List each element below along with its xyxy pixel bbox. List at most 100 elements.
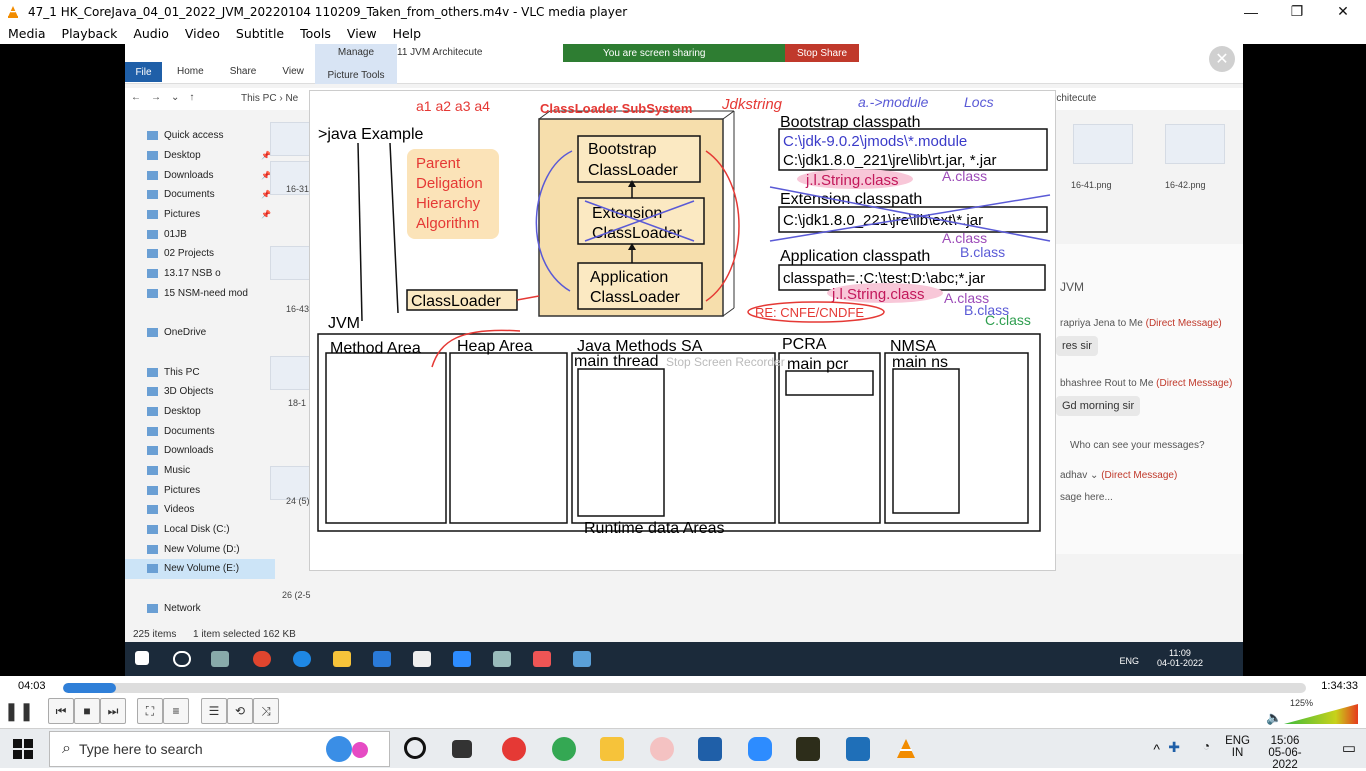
folder-icon bbox=[147, 466, 158, 476]
hw-top: a1 a2 a3 a4 bbox=[416, 98, 490, 114]
menu-view[interactable]: View bbox=[346, 26, 377, 41]
vlc-taskbar-icon[interactable] bbox=[894, 737, 918, 761]
hw-error: RE: CNFE/CNDFE bbox=[755, 305, 864, 320]
taskview-icon bbox=[211, 651, 229, 667]
nav-item: 01JB bbox=[125, 224, 275, 244]
fullscreen-button[interactable]: ⛶ bbox=[137, 698, 163, 724]
bootstrap-box bbox=[577, 135, 701, 183]
volume-control[interactable]: 🔈 125% bbox=[1266, 698, 1360, 726]
taskbar-search-box[interactable]: ⌕ Type here to search bbox=[49, 731, 390, 767]
nav-item: Downloads📌 bbox=[125, 165, 275, 185]
shuffle-button[interactable]: ⤨ bbox=[253, 698, 279, 724]
minimize-button[interactable]: — bbox=[1244, 3, 1258, 20]
stop-button[interactable]: ■ bbox=[74, 698, 100, 724]
windows-start-icon[interactable] bbox=[13, 739, 33, 759]
file-explorer-icon[interactable] bbox=[600, 737, 624, 761]
seek-slider[interactable] bbox=[63, 683, 1306, 693]
explorer-status: 225 items 1 item selected 162 KB bbox=[125, 624, 1243, 644]
zoom-icon[interactable] bbox=[748, 737, 772, 761]
folder-icon bbox=[147, 131, 158, 141]
heart-icon bbox=[352, 742, 368, 758]
windows-icon bbox=[135, 651, 149, 665]
menu-playback[interactable]: Playback bbox=[61, 26, 118, 41]
nav-item bbox=[125, 579, 275, 599]
stop-share-button: Stop Share bbox=[785, 44, 859, 62]
thumb-label: 24 (5) bbox=[286, 496, 310, 506]
task-view-icon[interactable] bbox=[452, 740, 472, 758]
loader-name: Application bbox=[590, 269, 668, 286]
language-indicator[interactable]: ENG IN bbox=[1225, 735, 1250, 759]
seek-progress bbox=[63, 683, 117, 693]
folder-icon bbox=[147, 190, 158, 200]
nav-item-label: Documents bbox=[164, 425, 215, 437]
menu-subtitle[interactable]: Subtitle bbox=[235, 26, 285, 41]
nav-item-label: New Volume (D:) bbox=[164, 543, 240, 555]
menu-tools[interactable]: Tools bbox=[300, 26, 331, 41]
title-bar: 47_1 HK_CoreJava_04_01_2022_JVM_20220104… bbox=[0, 0, 1366, 23]
app-line: classpath=.;C:\test;D:\abc;*.jar bbox=[783, 270, 985, 287]
nav-item: 15 NSM-need mod bbox=[125, 284, 275, 304]
area-label: Heap Area bbox=[457, 338, 533, 355]
folder-icon bbox=[147, 288, 158, 298]
close-button[interactable]: ✕ bbox=[1337, 3, 1349, 19]
network-icon[interactable]: ◔ bbox=[1202, 739, 1210, 753]
next-button[interactable]: ⏭ bbox=[100, 698, 126, 724]
classloader-label: ClassLoader bbox=[411, 293, 502, 310]
playlist-button[interactable]: ☰ bbox=[201, 698, 227, 724]
parent-box bbox=[407, 149, 499, 239]
area-label: Method Area bbox=[330, 340, 421, 357]
folder-icon bbox=[147, 249, 158, 259]
clock-date: 05-06-2022 bbox=[1268, 747, 1302, 771]
window-title: 47_1 HK_CoreJava_04_01_2022_JVM_20220104… bbox=[28, 4, 628, 19]
sticky-notes-icon[interactable] bbox=[796, 737, 820, 761]
photos-icon[interactable] bbox=[846, 737, 870, 761]
pause-button[interactable]: ❚❚ bbox=[3, 700, 35, 721]
menu-media[interactable]: Media bbox=[8, 26, 46, 41]
loop-button[interactable]: ⟲ bbox=[227, 698, 253, 724]
edge-icon bbox=[293, 651, 311, 667]
folder-icon bbox=[147, 525, 158, 535]
search-box: rchitecute bbox=[1053, 93, 1097, 104]
tray-chevron-icon[interactable]: ^ bbox=[1153, 741, 1160, 757]
speaker-icon[interactable]: 🔈 bbox=[1266, 710, 1283, 725]
area-label: PCRA bbox=[782, 336, 827, 353]
chrome-icon bbox=[253, 651, 271, 667]
store-icon[interactable] bbox=[698, 737, 722, 761]
menu-video[interactable]: Video bbox=[184, 26, 220, 41]
main-pcr-box bbox=[785, 370, 874, 396]
main-ns-box bbox=[892, 368, 960, 514]
watermark-text: Stop Screen Recorder bbox=[666, 355, 785, 369]
cortana-icon[interactable] bbox=[404, 737, 426, 759]
loader-name: Bootstrap bbox=[588, 141, 657, 158]
folder-icon bbox=[147, 229, 158, 239]
menu-audio[interactable]: Audio bbox=[133, 26, 169, 41]
explorer-ribbon: File Home Share View Manage Picture Tool… bbox=[125, 44, 1243, 84]
player-controls: ❚❚ ⏮ ■ ⏭ ⛶ ≡ ☰ ⟲ ⤨ 🔈 125% bbox=[0, 698, 1366, 728]
volume-slider[interactable] bbox=[1266, 702, 1360, 726]
folder-icon bbox=[333, 651, 351, 667]
chrome-icon[interactable] bbox=[552, 737, 576, 761]
notifications-icon[interactable]: ▭ bbox=[1341, 740, 1356, 757]
runtime-box bbox=[317, 333, 1041, 532]
record-app-icon[interactable] bbox=[502, 737, 526, 761]
chat-privacy: Who can see your messages? bbox=[1070, 440, 1205, 451]
subsystem-label: ClassLoader SubSystem bbox=[540, 101, 692, 116]
clock[interactable]: 15:06 05-06-2022 bbox=[1258, 735, 1312, 771]
tray-plus-icon[interactable]: ✚ bbox=[1168, 739, 1180, 755]
area-label: NMSA bbox=[890, 338, 937, 355]
snipping-icon[interactable] bbox=[650, 737, 674, 761]
video-area[interactable]: File Home Share View Manage Picture Tool… bbox=[0, 44, 1366, 676]
lecture-slide: ClassLoader SubSystem Bootstrap ClassLoa… bbox=[309, 90, 1056, 571]
hw-cclass: C.class bbox=[985, 312, 1031, 328]
mail-icon bbox=[413, 651, 431, 667]
maximize-button[interactable]: ❐ bbox=[1290, 3, 1304, 19]
area-label: Java Methods SA bbox=[577, 338, 703, 355]
nav-item: Quick access bbox=[125, 126, 275, 146]
nav-item-label: 3D Objects bbox=[164, 386, 214, 398]
menu-help[interactable]: Help bbox=[392, 26, 422, 41]
command-text: >java Example bbox=[318, 126, 423, 143]
items-count: 225 items bbox=[133, 629, 177, 640]
extended-settings-button[interactable]: ≡ bbox=[163, 698, 189, 724]
previous-button[interactable]: ⏮ bbox=[48, 698, 74, 724]
manage-tab: Manage Picture Tools bbox=[315, 44, 397, 84]
